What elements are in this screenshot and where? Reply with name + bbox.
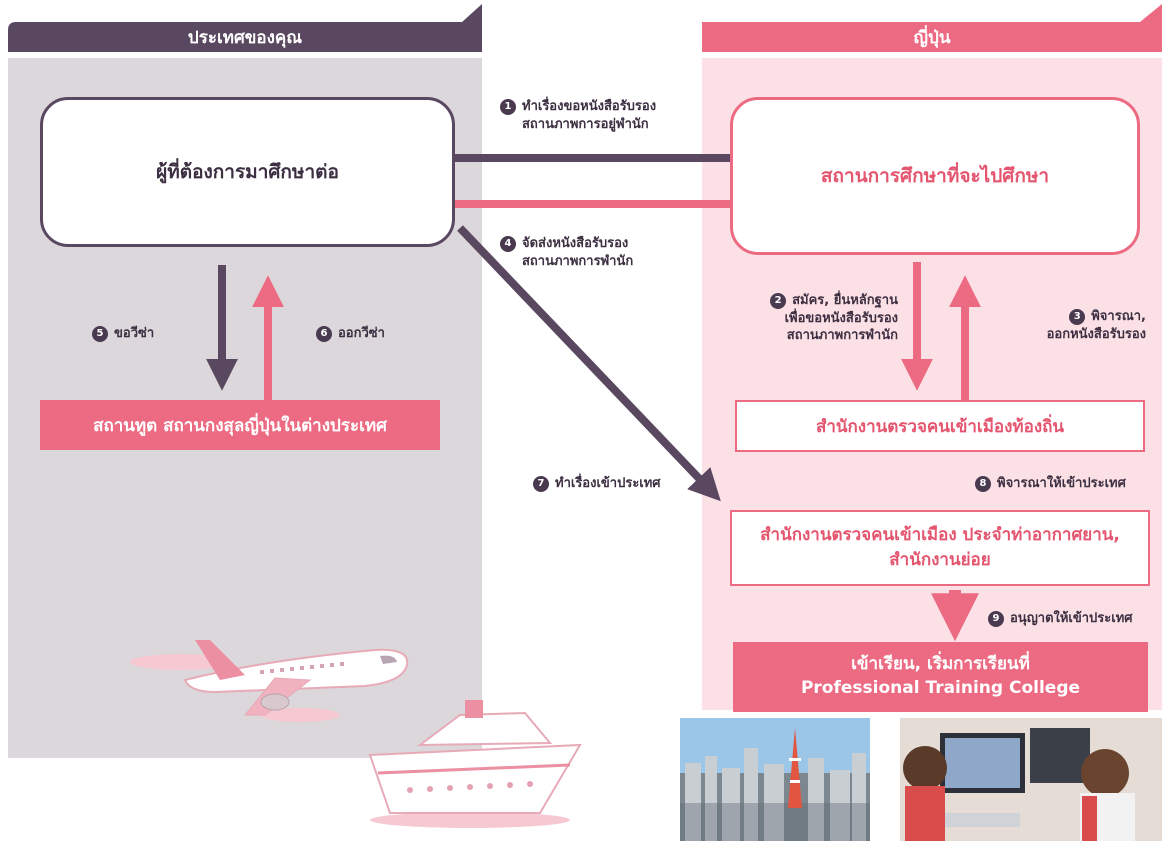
step-9-line-1: อนุญาตให้เข้าประเทศ <box>1010 611 1133 626</box>
left-header-shape <box>8 4 482 52</box>
node-enroll: เข้าเรียน, เริ่มการเรียนที่ Professional… <box>733 642 1148 712</box>
step-4-line-2: สถานภาพการพำนัก <box>522 253 634 269</box>
step-5-badge: 5 <box>92 326 108 342</box>
step-1-badge: 1 <box>500 99 516 115</box>
node-school: สถานการศึกษาที่จะไปศึกษา <box>730 97 1140 255</box>
step-9-label: 9 อนุญาตให้เข้าประเทศ <box>988 610 1133 628</box>
step-2-line-3: สถานภาพการพำนัก <box>786 328 898 344</box>
step-5-line-1: ขอวีซ่า <box>114 326 155 341</box>
airplane-illustration <box>130 640 409 722</box>
step-6-line-1: ออกวีซ่า <box>338 326 385 341</box>
header-shapes <box>8 4 1162 52</box>
arrow-step7 <box>457 225 721 502</box>
step-4-line-1: จัดส่งหนังสือรับรอง <box>522 236 629 251</box>
tokyo-city-graphic <box>680 718 870 841</box>
enroll-line-1: เข้าเรียน, เริ่มการเรียนที่ <box>851 654 1030 675</box>
step-2-line-1: สมัคร, ยื่นหลักฐาน <box>792 293 898 308</box>
step-2-label: 2 สมัคร, ยื่นหลักฐาน เพื่อขอหนังสือรับรอง… <box>742 292 898 345</box>
step-8-line-1: พิจารณาให้เข้าประเทศ <box>997 476 1126 491</box>
node-student: ผู้ที่ต้องการมาศึกษาต่อ <box>40 97 455 247</box>
node-airport-immigration: สำนักงานตรวจคนเข้าเมือง ประจำท่าอากาศยาน… <box>730 510 1150 586</box>
step-3-badge: 3 <box>1069 309 1086 325</box>
node-embassy: สถานทูต สถานกงสุลญี่ปุ่นในต่างประเทศ <box>40 400 440 450</box>
header-japan: ญี่ปุ่น <box>913 27 951 48</box>
step-9-badge: 9 <box>988 611 1004 627</box>
cruise-ship-illustration <box>368 700 582 828</box>
step-8-label: 8 พิจารณาให้เข้าประเทศ <box>975 475 1126 493</box>
step-8-badge: 8 <box>975 476 991 492</box>
node-local-immigration: สำนักงานตรวจคนเข้าเมืองท้องถิ่น <box>735 400 1145 452</box>
step-6-label: 6 ออกวีซ่า <box>316 325 385 343</box>
enroll-line-2: Professional Training College <box>800 678 1081 698</box>
airport-line-2: สำนักงานย่อย <box>889 550 991 570</box>
step-2-line-2: เพื่อขอหนังสือรับรอง <box>784 310 898 326</box>
step-7-line-1: ทำเรื่องเข้าประเทศ <box>555 476 661 491</box>
header-your-country: ประเทศของคุณ <box>187 27 303 48</box>
step-1-line-1: ทำเรื่องขอหนังสือรับรอง <box>522 99 657 114</box>
step-3-label: 3 พิจารณา, ออกหนังสือรับรอง <box>996 308 1146 343</box>
step-4-label: 4 จัดส่งหนังสือรับรอง สถานภาพการพำนัก <box>500 235 633 270</box>
step-1-label: 1 ทำเรื่องขอหนังสือรับรอง สถานภาพการอยู่พ… <box>500 98 656 133</box>
students-computer-photo <box>900 718 1162 841</box>
step-1-line-2: สถานภาพการอยู่พำนัก <box>522 116 649 132</box>
step-2-badge: 2 <box>770 293 787 309</box>
step-6-badge: 6 <box>316 326 332 342</box>
airport-line-1: สำนักงานตรวจคนเข้าเมือง ประจำท่าอากาศยาน… <box>760 525 1120 546</box>
tokyo-city-photo <box>680 718 870 841</box>
step-3-line-2: ออกหนังสือรับรอง <box>1046 326 1146 342</box>
step-3-line-1: พิจารณา, <box>1091 309 1146 324</box>
step-7-label: 7 ทำเรื่องเข้าประเทศ <box>533 475 661 493</box>
right-header-shape <box>702 4 1162 52</box>
step-4-badge: 4 <box>500 236 516 252</box>
students-graphic <box>900 718 1162 841</box>
step-5-label: 5 ขอวีซ่า <box>92 325 154 343</box>
step-7-badge: 7 <box>533 476 549 492</box>
